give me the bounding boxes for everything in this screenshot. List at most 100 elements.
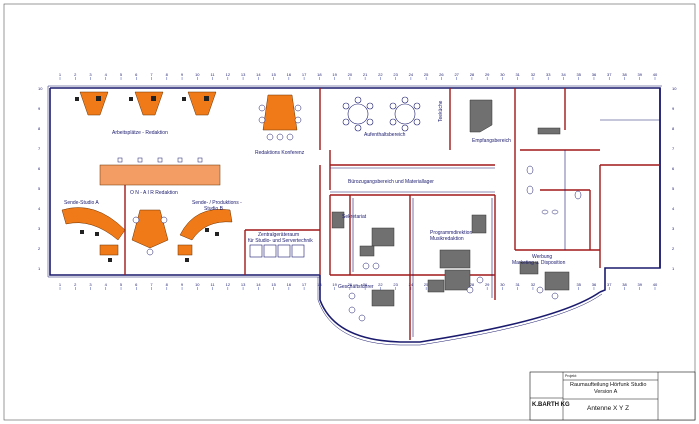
grid-top-number: 30 — [500, 72, 505, 77]
grid-top-number: 18 — [317, 72, 322, 77]
grid-top-number: 13 — [241, 72, 246, 77]
grid-right-number: 10 — [672, 86, 677, 91]
grid-top-number: 1 — [59, 72, 62, 77]
grid-left-number: 10 — [38, 86, 43, 91]
grid-top-number: 25 — [424, 72, 429, 77]
title-line-2: Version A — [594, 389, 618, 395]
grid-top-number: 15 — [271, 72, 276, 77]
office-chairs — [348, 262, 559, 322]
label-reception: Empfangsbereich — [472, 138, 511, 144]
grid-top-number: 10 — [195, 72, 200, 77]
outer-walls — [47, 85, 662, 346]
office-desks — [331, 211, 570, 307]
grid-top-number: 2 — [74, 72, 77, 77]
grid-top-number: 33 — [546, 72, 551, 77]
grid-bottom-number: 30 — [500, 282, 505, 287]
grid-bottom-number: 5 — [120, 282, 123, 287]
grid-right-number: 7 — [672, 146, 675, 151]
grid-bottom-number: 37 — [607, 282, 612, 287]
grid-bottom-number: 11 — [210, 282, 215, 287]
grid-bottom-number: 14 — [256, 282, 261, 287]
grid-top-number: 12 — [226, 72, 231, 77]
wc-fixtures — [526, 165, 582, 215]
grid-top-number: 35 — [576, 72, 581, 77]
grid-top-number: 34 — [561, 72, 566, 77]
grid-left-number: 7 — [38, 146, 41, 151]
label-marketing-1: Werbung — [532, 254, 552, 260]
grid-left-number: 9 — [38, 106, 41, 111]
grid-right-number: 2 — [672, 246, 675, 251]
grid-top-number: 16 — [287, 72, 292, 77]
grid-bottom-number: 3 — [89, 282, 92, 287]
grid-bottom-number: 1 — [59, 282, 62, 287]
title-line-1: Raumaufteilung Hörfunk Studio — [570, 382, 646, 388]
workstation-desks — [79, 91, 217, 116]
label-workstations: Arbeitsplätze - Redaktion — [112, 130, 168, 136]
label-kitchen: Teeküche — [438, 100, 444, 122]
grid-top-number: 14 — [256, 72, 261, 77]
title-project-label: Projekt: — [565, 374, 577, 378]
conference-table — [258, 94, 302, 141]
grid-bottom-number: 36 — [592, 282, 597, 287]
label-studio-a: Sende-Studio A — [64, 200, 99, 206]
grid-bottom-number: 16 — [287, 282, 292, 287]
grid-top-number: 22 — [378, 72, 383, 77]
grid-bottom-number: 15 — [271, 282, 276, 287]
grid-bottom-number: 6 — [135, 282, 138, 287]
grid-top-number: 21 — [363, 72, 368, 77]
grid-right-number: 3 — [672, 226, 675, 231]
grid-top-number: 6 — [135, 72, 138, 77]
grid-top-number: 37 — [607, 72, 612, 77]
grid-bottom-number: 32 — [531, 282, 536, 287]
grid-bottom-number: 8 — [166, 282, 169, 287]
grid-bottom-number: 7 — [150, 282, 153, 287]
grid-left-number: 3 — [38, 226, 41, 231]
grid-bottom-number: 20 — [348, 282, 353, 287]
grid-bottom-number: 13 — [241, 282, 246, 287]
studio-center-desk — [131, 209, 169, 256]
grid-bottom-number: 25 — [424, 282, 429, 287]
label-onair: O N - A I R Redaktion — [130, 190, 178, 196]
grid-bottom-number: 40 — [653, 282, 658, 287]
grid-top-number: 26 — [439, 72, 444, 77]
grid-right-number: 8 — [672, 126, 675, 131]
workstation-chairs — [75, 96, 209, 101]
partition-lines — [330, 119, 660, 337]
grid-top-number: 32 — [531, 72, 536, 77]
grid-top-number: 7 — [150, 72, 153, 77]
label-program-1: Programmdirektion — [430, 230, 472, 236]
grid-bottom-number: 19 — [332, 282, 337, 287]
grid-top-number: 8 — [166, 72, 169, 77]
label-studio-b-2: Studio B — [204, 206, 224, 212]
title-company: K.BARTH KG — [532, 402, 570, 408]
grid-top-number: 23 — [393, 72, 398, 77]
grid-top-number: 17 — [302, 72, 307, 77]
label-marketing-2: Marketing u. Disposition — [512, 260, 566, 266]
grid-bottom-number: 12 — [226, 282, 231, 287]
grid-right-number: 4 — [672, 206, 675, 211]
grid-bottom-number: 23 — [393, 282, 398, 287]
grid-top-number: 31 — [515, 72, 520, 77]
grid-top-number: 3 — [89, 72, 92, 77]
grid-bottom-number: 29 — [485, 282, 490, 287]
grid-top-number: 24 — [409, 72, 414, 77]
grid-left-number: 6 — [38, 166, 41, 171]
grid-top-number: 27 — [454, 72, 459, 77]
grid-top-number: 39 — [638, 72, 643, 77]
label-server-2: für Studio- und Servertechnik — [248, 238, 313, 244]
reception-counter — [469, 99, 561, 135]
grid-bottom-number: 4 — [105, 282, 108, 287]
grid-bottom-number: 24 — [409, 282, 414, 287]
grid-top-number: 4 — [105, 72, 108, 77]
title-block: Projekt: K.BARTH KG Raumaufteilung Hörfu… — [529, 371, 696, 421]
studio-a-console — [61, 207, 126, 262]
room-labels: Arbeitsplätze - Redaktion Redaktions Kon… — [64, 100, 566, 290]
grid-top-number: 19 — [332, 72, 337, 77]
grid-right-number: 6 — [672, 166, 675, 171]
label-secretary: Sekretariat — [342, 214, 367, 220]
grid-bottom-number: 22 — [378, 282, 383, 287]
grid-bottom-number: 28 — [470, 282, 475, 287]
